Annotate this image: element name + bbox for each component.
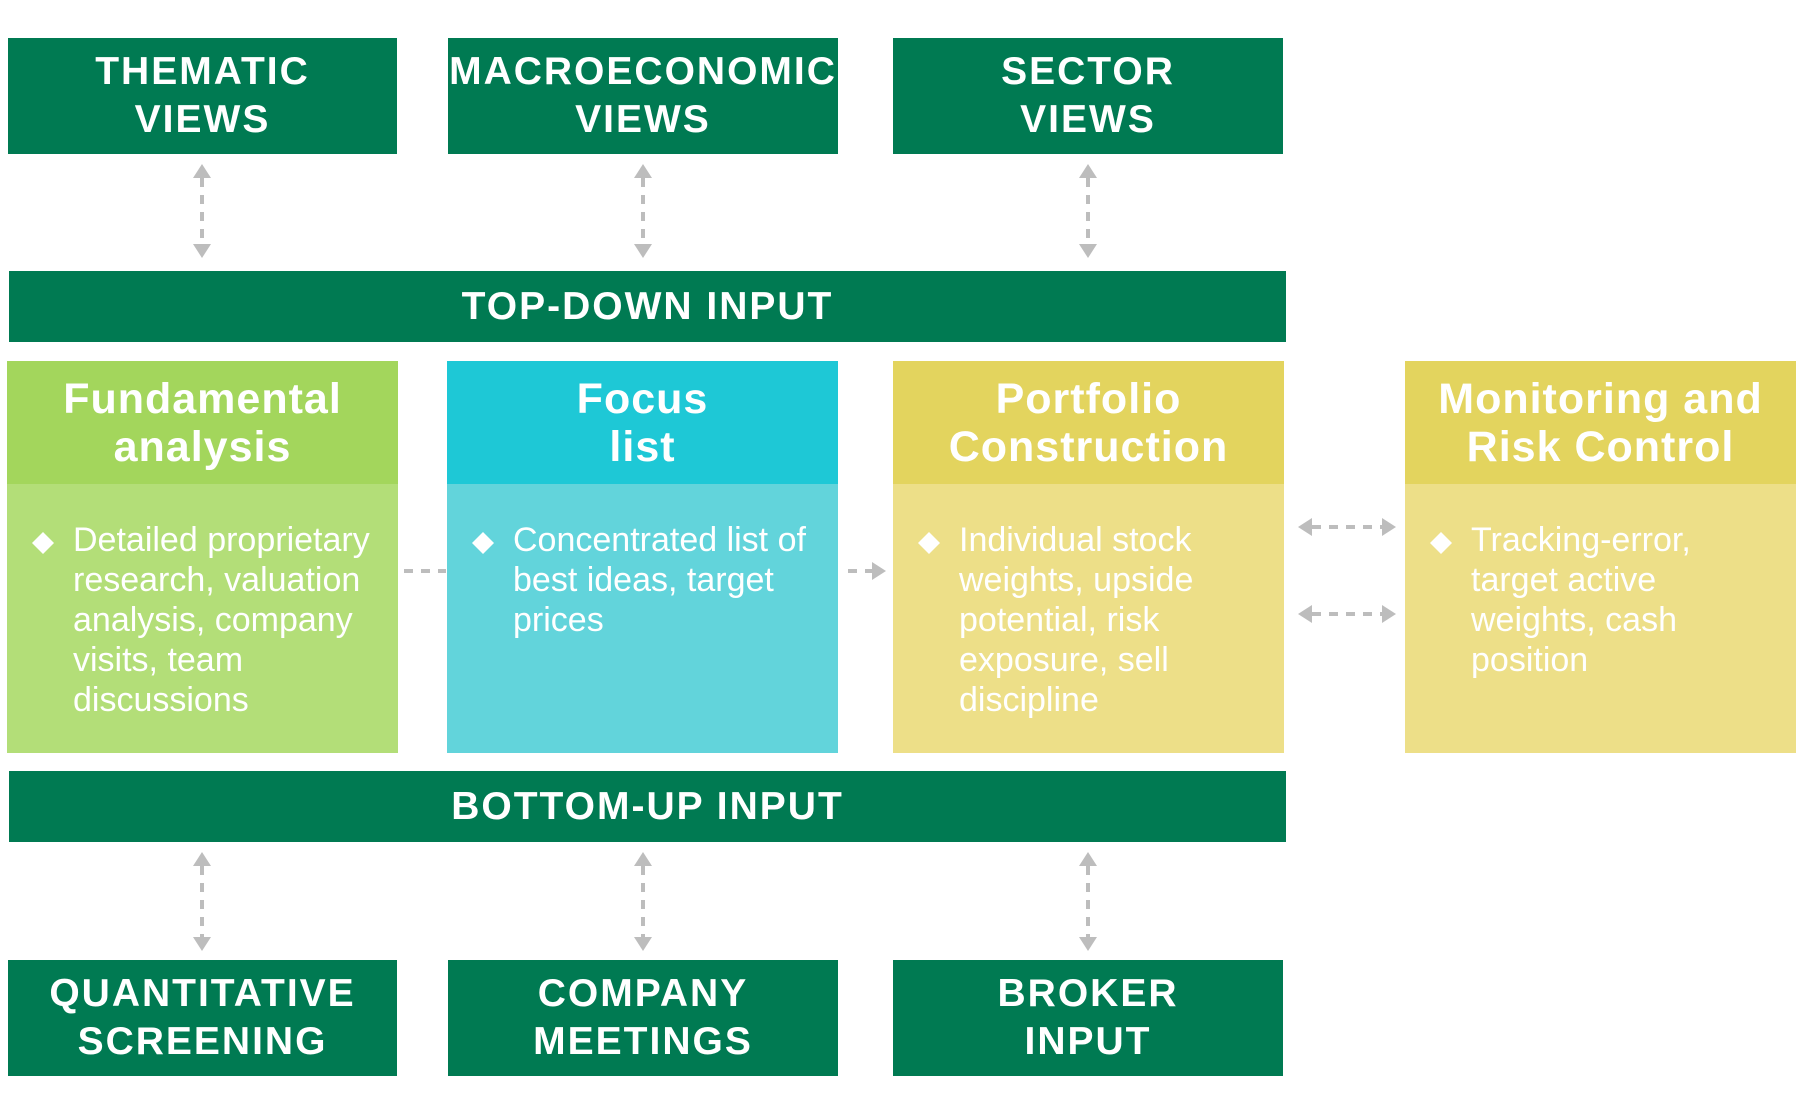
focus-list-card: Focus list Concentrated list of best ide… bbox=[447, 361, 838, 753]
bottom-up-input-bar: BOTTOM-UP INPUT bbox=[9, 771, 1286, 842]
arrowhead-icon bbox=[193, 244, 211, 258]
arrowhead-icon bbox=[634, 852, 652, 866]
arrowhead-icon bbox=[1382, 605, 1396, 623]
sector-views-box: SECTOR VIEWS bbox=[893, 38, 1283, 154]
macroeconomic-views-box: MACROECONOMIC VIEWS bbox=[448, 38, 838, 154]
arrowhead-icon bbox=[1079, 164, 1097, 178]
portfolio-construction-text: Individual stock weights, upside potenti… bbox=[959, 521, 1194, 719]
diamond-bullet-icon bbox=[1430, 532, 1452, 554]
fundamental-analysis-text: Detailed proprietary research, valuation… bbox=[73, 521, 370, 719]
arrowhead-icon bbox=[1382, 518, 1396, 536]
quantitative-screening-box: QUANTITATIVE SCREENING bbox=[8, 960, 397, 1076]
portfolio-construction-title: Portfolio Construction bbox=[893, 361, 1284, 484]
arrowhead-icon bbox=[1298, 605, 1312, 623]
arrowhead-icon bbox=[193, 852, 211, 866]
diamond-bullet-icon bbox=[472, 532, 494, 554]
portfolio-construction-card: Portfolio Construction Individual stock … bbox=[893, 361, 1284, 753]
broker-input-box: BROKER INPUT bbox=[893, 960, 1283, 1076]
arrowhead-icon bbox=[1079, 244, 1097, 258]
fundamental-analysis-card: Fundamental analysis Detailed proprietar… bbox=[7, 361, 398, 753]
arrowhead-icon bbox=[872, 562, 886, 580]
monitoring-risk-control-text: Tracking-error, target active weights, c… bbox=[1471, 521, 1691, 679]
arrowhead-icon bbox=[193, 937, 211, 951]
arrowhead-icon bbox=[1079, 937, 1097, 951]
arrowhead-icon bbox=[1079, 852, 1097, 866]
arrowhead-icon bbox=[1298, 518, 1312, 536]
thematic-views-box: THEMATIC VIEWS bbox=[8, 38, 397, 154]
monitoring-risk-control-title: Monitoring and Risk Control bbox=[1405, 361, 1796, 484]
arrowhead-icon bbox=[634, 164, 652, 178]
arrowhead-icon bbox=[634, 937, 652, 951]
monitoring-risk-control-card: Monitoring and Risk Control Tracking-err… bbox=[1405, 361, 1796, 753]
focus-list-text: Concentrated list of best ideas, target … bbox=[513, 521, 806, 639]
diamond-bullet-icon bbox=[32, 532, 54, 554]
arrowhead-icon bbox=[634, 244, 652, 258]
focus-list-title: Focus list bbox=[447, 361, 838, 484]
company-meetings-box: COMPANY MEETINGS bbox=[448, 960, 838, 1076]
arrowhead-icon bbox=[193, 164, 211, 178]
diamond-bullet-icon bbox=[918, 532, 940, 554]
fundamental-analysis-title: Fundamental analysis bbox=[7, 361, 398, 484]
top-down-input-bar: TOP-DOWN INPUT bbox=[9, 271, 1286, 342]
